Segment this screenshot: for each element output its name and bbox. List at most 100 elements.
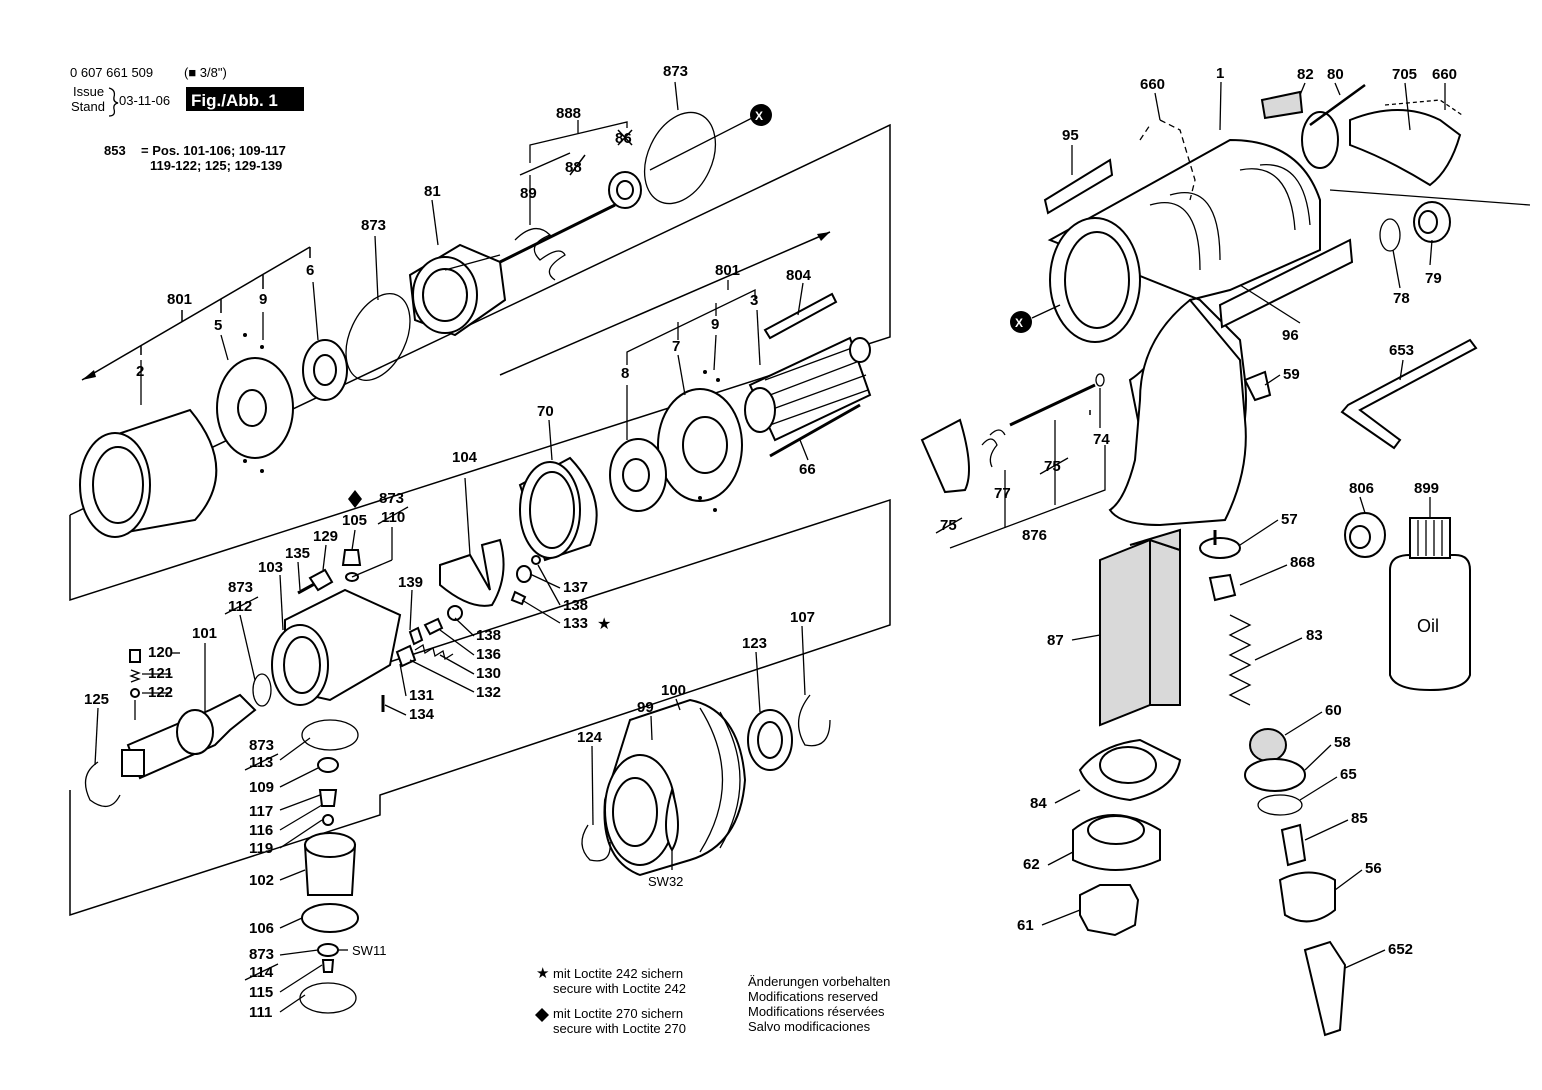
bearing-6-inner xyxy=(313,354,337,386)
header-block: 0 607 661 509 (■ 3/8") Issue Stand 03-11… xyxy=(70,65,304,173)
marker-x-top xyxy=(750,104,772,126)
label-134: 134 xyxy=(409,706,435,723)
label-66: 66 xyxy=(799,461,816,478)
leader-exhaust xyxy=(1329,189,1531,206)
strike-113 xyxy=(244,753,279,771)
note-mod-de: Änderungen vorbehalten xyxy=(748,974,890,989)
o-ring-113 xyxy=(301,719,359,751)
label-77: 77 xyxy=(994,485,1011,502)
plug-85 xyxy=(1280,823,1307,867)
label-110: 110 xyxy=(381,509,405,526)
label-61: 61 xyxy=(1017,917,1034,934)
label-123: 123 xyxy=(742,635,767,652)
notes-block: ★ mit Loctite 242 sichern secure with Lo… xyxy=(535,964,890,1036)
retaining-ring-124 xyxy=(581,824,611,862)
part-number: 0 607 661 509 xyxy=(70,65,153,80)
ball-122 xyxy=(130,688,140,698)
label-101: 101 xyxy=(192,625,217,642)
o-ring-78 xyxy=(1379,218,1401,252)
label-111: 111 xyxy=(249,1004,272,1021)
washer-137 xyxy=(516,565,532,583)
end-plate-5 xyxy=(216,333,294,473)
nipple-79-bore xyxy=(1418,210,1438,234)
spring-77 xyxy=(981,429,1006,468)
arrow-head-801 xyxy=(817,232,830,241)
label-888: 888 xyxy=(556,105,581,122)
label-6: 6 xyxy=(306,262,314,279)
label-84: 84 xyxy=(1030,795,1047,812)
label-2: 2 xyxy=(136,363,144,380)
cylinder-2 xyxy=(79,408,218,538)
oil-text: Oil xyxy=(1417,616,1439,636)
label-100: 100 xyxy=(661,682,686,699)
part-labels: 873 888 88 86 89 81 873 801 9 6 5 2 801 … xyxy=(84,63,1457,1021)
exhaust-cap-705 xyxy=(1349,109,1462,187)
valve-57 xyxy=(1199,537,1241,559)
strike-110 xyxy=(377,506,409,525)
seal-58 xyxy=(1244,758,1306,792)
label-82: 82 xyxy=(1297,66,1314,83)
stand-label: Stand xyxy=(71,99,105,114)
label-78: 78 xyxy=(1393,290,1410,307)
label-107: 107 xyxy=(790,609,815,626)
bushing-106 xyxy=(301,903,359,933)
spring-89 xyxy=(514,228,566,281)
label-801-b: 801 xyxy=(715,262,740,279)
label-8: 8 xyxy=(621,365,629,382)
label-88: 88 xyxy=(565,159,582,176)
pin-66 xyxy=(769,403,861,458)
label-86: 86 xyxy=(615,130,632,147)
label-899: 899 xyxy=(1414,480,1439,497)
strike-75-b xyxy=(1039,457,1069,475)
label-138: 138 xyxy=(563,597,588,614)
cover-84-bore xyxy=(1099,746,1157,784)
screw-80 xyxy=(1309,83,1366,127)
label-57: 57 xyxy=(1281,511,1298,528)
hex-key-653 xyxy=(1340,338,1478,450)
label-124: 124 xyxy=(577,729,603,746)
housing-103 xyxy=(271,574,402,706)
issue-label: Issue xyxy=(73,84,104,99)
kit-line-2: 119-122; 125; 129-139 xyxy=(150,158,282,173)
leader-lines xyxy=(94,81,1446,1013)
retaining-ring-125 xyxy=(84,761,121,807)
label-873-b: 873 xyxy=(361,217,386,234)
blade-804 xyxy=(763,292,838,340)
note-star-de: mit Loctite 242 sichern xyxy=(553,966,683,981)
label-sw11: SW11 xyxy=(352,943,386,958)
trigger-75 xyxy=(920,418,970,494)
label-139: 139 xyxy=(398,574,423,591)
label-65: 65 xyxy=(1340,766,1357,783)
label-131: 131 xyxy=(409,687,434,704)
label-873-f: 873 xyxy=(249,946,274,963)
screen-60 xyxy=(1249,728,1287,762)
label-85: 85 xyxy=(1351,810,1368,827)
oil-bottle-899 xyxy=(1389,517,1471,692)
ball-119 xyxy=(322,814,334,826)
label-135: 135 xyxy=(285,545,310,562)
washer-114 xyxy=(317,943,339,957)
hammer-104 xyxy=(439,538,505,607)
star-133: ★ xyxy=(597,614,611,633)
screw-115 xyxy=(321,959,335,973)
valve-housing-81 xyxy=(408,243,507,337)
label-130: 130 xyxy=(476,665,501,682)
assembly-bracket-801-right xyxy=(548,280,809,461)
label-873-d: 873 xyxy=(228,579,253,596)
pin-136 xyxy=(423,617,444,636)
o-ring-873-top xyxy=(643,111,717,205)
label-116: 116 xyxy=(249,822,273,839)
label-138-b: 138 xyxy=(476,627,501,644)
label-60: 60 xyxy=(1325,702,1342,719)
label-873: 873 xyxy=(663,63,688,80)
issue-date: 03-11-06 xyxy=(119,93,170,108)
label-117: 117 xyxy=(249,803,273,820)
marker-x-right-label: X xyxy=(1015,316,1023,330)
spring-121 xyxy=(129,669,141,683)
label-99: 99 xyxy=(637,699,654,716)
reverse-ring-82 xyxy=(1260,90,1304,120)
label-136: 136 xyxy=(476,646,501,663)
label-58: 58 xyxy=(1334,734,1351,751)
label-653: 653 xyxy=(1389,342,1414,359)
brace xyxy=(108,87,119,117)
